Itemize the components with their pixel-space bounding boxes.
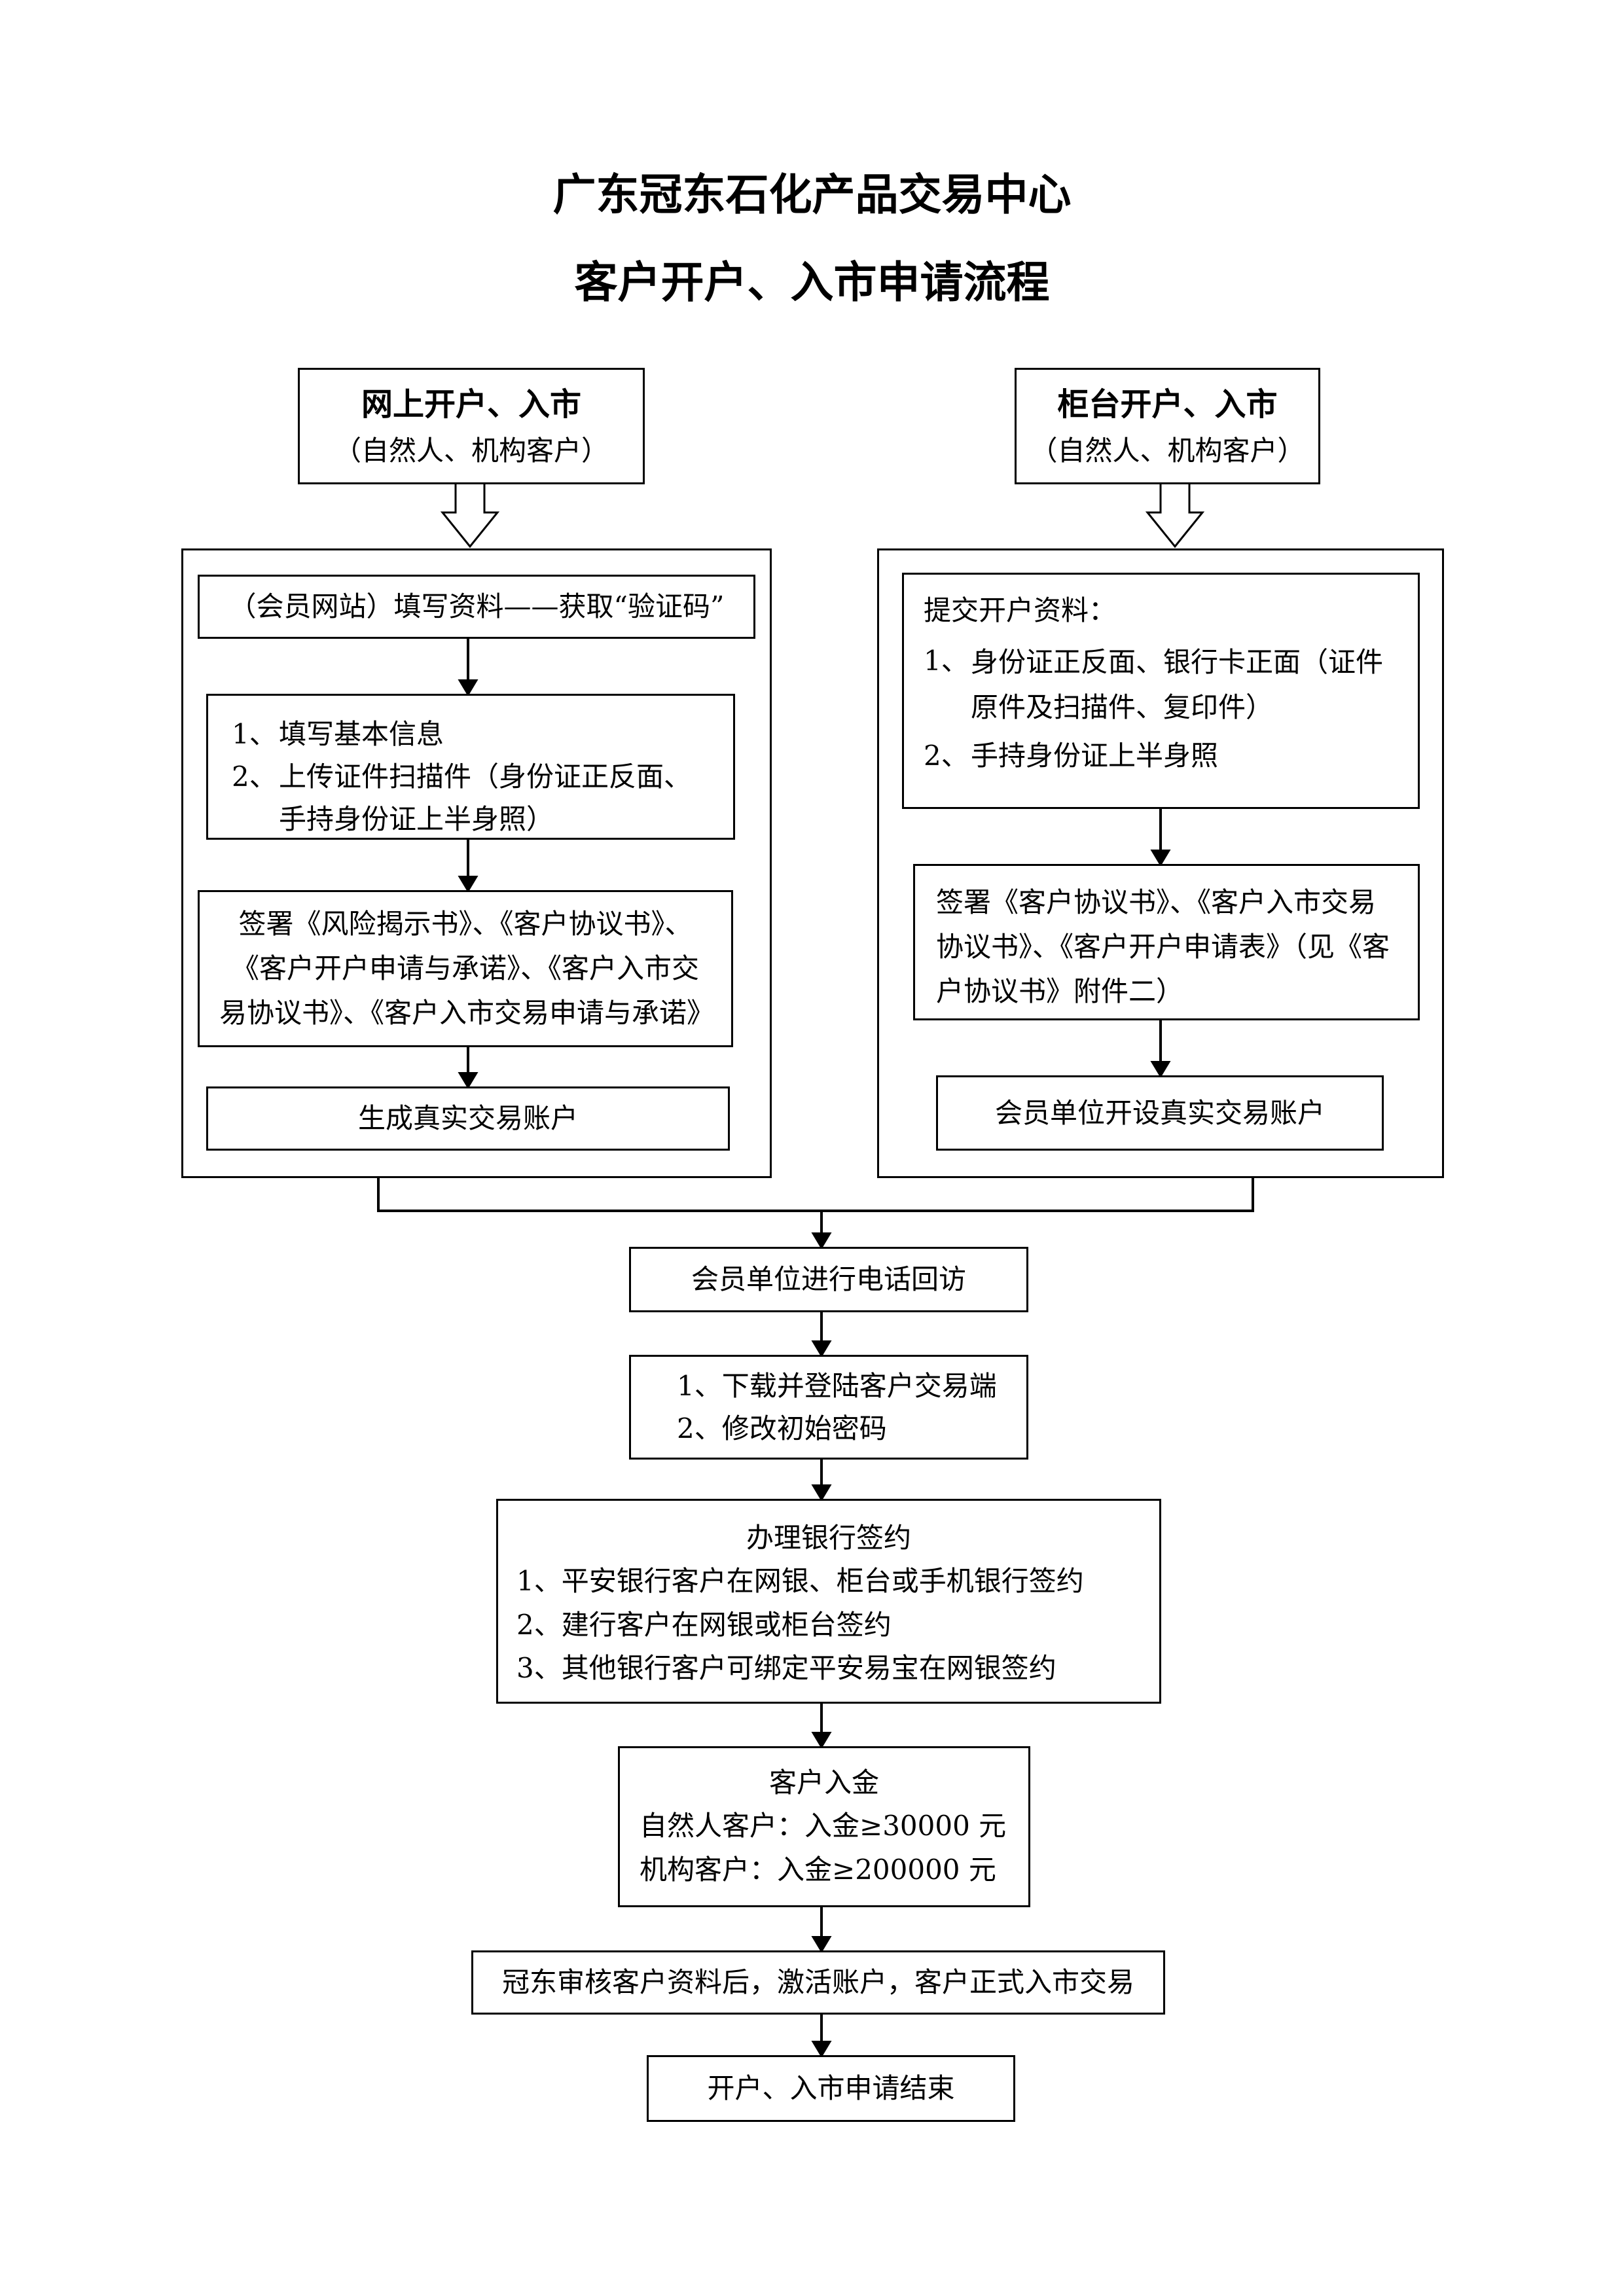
counter-step1-item: 2、 手持身份证上半身照	[924, 739, 1219, 772]
online-step2-item: 1、 填写基本信息	[232, 718, 444, 750]
hollow-arrow-counter	[1145, 480, 1205, 548]
online-header-subtitle: （自然人、机构客户）	[333, 434, 609, 467]
page-title-line2: 客户开户、入市申请流程	[574, 257, 1050, 308]
online-step-sign-docs: 签署《风险揭示书》、《客户协议书》、《客户开户申请与承诺》、《客户入市交易协议书…	[198, 890, 733, 1047]
online-step-basic-upload: 1、 填写基本信息 2、 上传证件扫描件（身份证正反面、手持身份证上半身照）	[206, 694, 735, 840]
page-title-line1: 广东冠东石化产品交易中心	[552, 169, 1072, 220]
online-group-frame	[181, 548, 772, 1178]
step-end: 开户、入市申请结束	[647, 2055, 1015, 2122]
step-phone-callback: 会员单位进行电话回访	[629, 1247, 1028, 1312]
step-deposit: 客户入金 自然人客户：入金≥30000 元 机构客户：入金≥200000 元	[618, 1746, 1030, 1907]
counter-header-box: 柜台开户、入市 （自然人、机构客户）	[1015, 368, 1320, 484]
counter-step-sign-docs: 签署《客户协议书》、《客户入市交易协议书》、《客户开户申请表》（见《客户协议书》…	[913, 864, 1420, 1020]
hollow-arrow-online	[440, 480, 500, 548]
step-bank-signing: 办理银行签约 1、平安银行客户在网银、柜台或手机银行签约 2、建行客户在网银或柜…	[496, 1499, 1161, 1704]
online-step2-item: 2、 上传证件扫描件（身份证正反面、手持身份证上半身照）	[232, 761, 692, 836]
online-step-account: 生成真实交易账户	[206, 1086, 730, 1151]
counter-step-submit-docs: 提交开户资料： 1、 身份证正反面、银行卡正面（证件原件及扫描件、复印件） 2、…	[902, 573, 1420, 809]
counter-step-account: 会员单位开设真实交易账户	[936, 1075, 1384, 1151]
online-header-title: 网上开户、入市	[361, 386, 581, 423]
step-review-activate: 冠东审核客户资料后，激活账户，客户正式入市交易	[471, 1950, 1165, 2015]
counter-group-frame	[877, 548, 1444, 1178]
counter-step1-item: 1、 身份证正反面、银行卡正面（证件原件及扫描件、复印件）	[924, 645, 1384, 724]
step-download-login: 1、下载并登陆客户交易端 2、修改初始密码	[629, 1355, 1028, 1460]
online-step-fill-info: （会员网站）填写资料——获取“验证码”	[198, 575, 755, 639]
online-header-box: 网上开户、入市 （自然人、机构客户）	[298, 368, 645, 484]
counter-header-title: 柜台开户、入市	[1057, 386, 1278, 423]
counter-header-subtitle: （自然人、机构客户）	[1030, 434, 1305, 467]
